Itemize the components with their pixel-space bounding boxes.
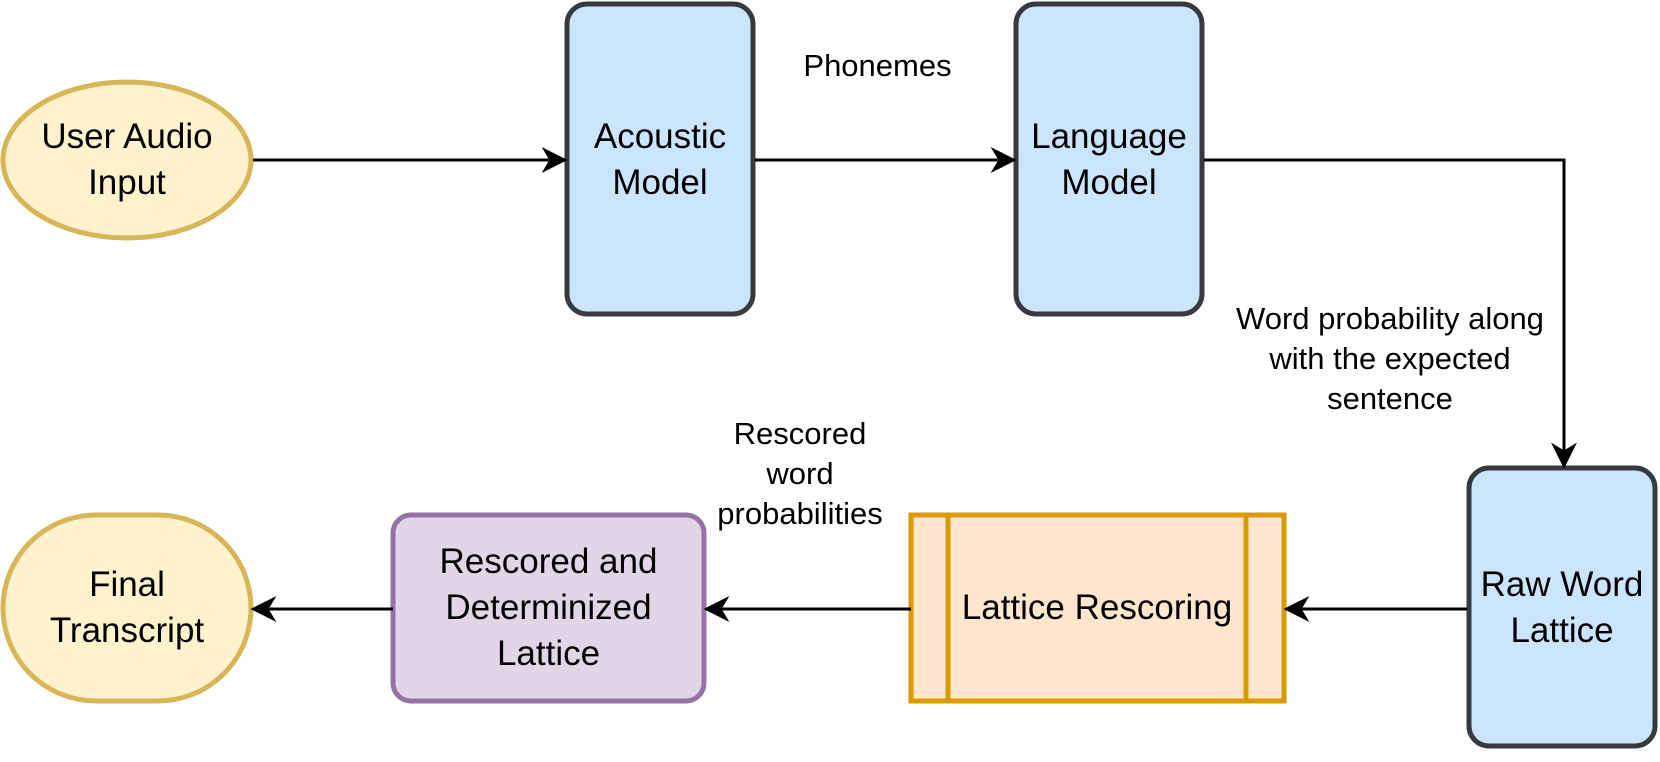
- acoustic-model-node: Acoustic Model: [570, 7, 750, 313]
- user-audio-input-node: User Audio Input: [10, 90, 244, 230]
- final-transcript-label: Final Transcript: [49, 565, 205, 650]
- rescored-word-probabilities-edge-label: Rescored word probabilities: [717, 416, 883, 531]
- raw-word-lattice-label: Raw Word Lattice: [1480, 565, 1644, 650]
- word-probability-edge-label: Word probability along with the expected…: [1236, 301, 1544, 416]
- acoustic-model-label: Acoustic Model: [593, 117, 727, 202]
- phonemes-edge-label: Phonemes: [803, 48, 952, 83]
- rescored-determinized-lattice-label: Rescored and Determinized Lattice: [439, 542, 658, 673]
- language-model-node: Language Model: [1019, 7, 1199, 313]
- lattice-rescoring-label: Lattice Rescoring: [961, 588, 1233, 627]
- lattice-rescoring-node: Lattice Rescoring: [948, 517, 1246, 699]
- rescored-determinized-lattice-node: Rescored and Determinized Lattice: [396, 518, 701, 698]
- user-audio-input-shape: [0, 79, 254, 241]
- language-model-label: Language Model: [1031, 117, 1187, 202]
- raw-word-lattice-node: Raw Word Lattice: [1472, 471, 1652, 745]
- final-transcript-node: Final Transcript: [6, 518, 248, 698]
- user-audio-input-label: User Audio Input: [41, 117, 213, 202]
- lattice-rescoring-shape: [908, 512, 1287, 704]
- edge-language-to-raw-lattice: [1204, 158, 1577, 469]
